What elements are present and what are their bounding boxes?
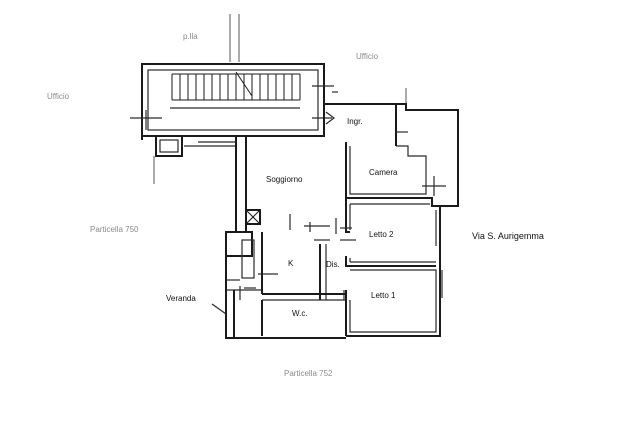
room-label-wc: W.c. <box>292 309 308 318</box>
street-label: Via S. Aurigemma <box>472 231 544 241</box>
faint-label-left-upper: Ufficio <box>47 92 70 101</box>
room-label-letto2: Letto 2 <box>369 230 394 239</box>
room-label-cucina: K <box>288 259 294 268</box>
room-label-soggiorno: Soggiorno <box>266 175 303 184</box>
chimney-shaft <box>245 209 261 225</box>
faint-label-top-left: p.lla <box>183 32 198 41</box>
room-label-ingresso: Ingr. <box>347 117 363 126</box>
room-label-disimpegno: Dis. <box>326 260 340 269</box>
apartment-walls <box>211 91 459 339</box>
faint-label-top-right: Ufficio <box>356 52 379 61</box>
stair-block <box>130 63 335 184</box>
faint-label-left-mid: Particella 750 <box>90 225 139 234</box>
room-label-camera: Camera <box>369 168 398 177</box>
room-label-veranda: Veranda <box>166 294 196 303</box>
parcel-label: Particella 752 <box>284 369 333 378</box>
room-label-letto1: Letto 1 <box>371 291 396 300</box>
boundary-lines <box>229 14 407 104</box>
